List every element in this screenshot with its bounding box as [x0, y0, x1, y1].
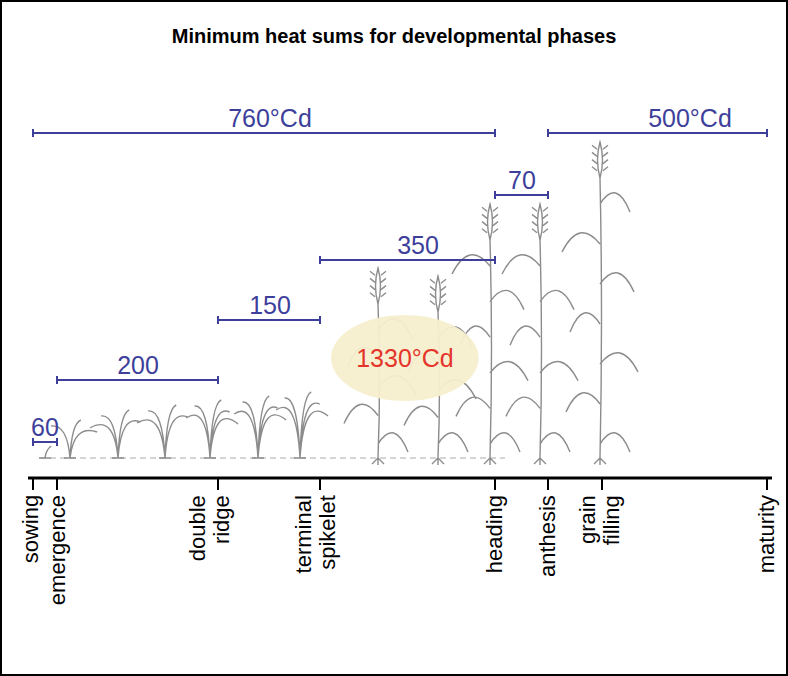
- stage-label: grain filling: [576, 495, 624, 595]
- axis-tick: [601, 478, 603, 490]
- wheat-plant: [562, 142, 638, 465]
- axis-ticks: [33, 478, 767, 490]
- wheat-plant: [39, 446, 51, 458]
- plant-strokes: [186, 400, 238, 458]
- stage-label: emergence: [46, 495, 70, 605]
- axis-tick: [766, 478, 768, 490]
- highlight-ellipse: 1330°Cd: [331, 315, 479, 401]
- stage-label: anthesis: [536, 495, 560, 577]
- axis-tick: [56, 478, 58, 490]
- axis-tick: [547, 478, 549, 490]
- stage-label: terminal spikelet: [292, 495, 340, 595]
- total-heat-sum: 1330°Cd: [356, 344, 454, 373]
- plant-strokes: [39, 446, 51, 458]
- time-axis: [28, 477, 772, 480]
- stage-label: sowing: [19, 495, 43, 563]
- plant-strokes: [276, 392, 328, 458]
- phase-bars: [33, 129, 767, 446]
- heat-sum-label: 200: [117, 352, 159, 378]
- stage-label: double ridge: [186, 495, 234, 595]
- wheat-plant: [90, 410, 140, 458]
- ground-line: [40, 458, 505, 459]
- axis-tick: [217, 478, 219, 490]
- wheat-plant: [137, 405, 187, 458]
- heat-sum-label: 70: [508, 167, 536, 193]
- plant-strokes: [234, 396, 286, 458]
- ellipse-fill: [331, 315, 479, 401]
- heat-sum-label: 150: [249, 292, 291, 318]
- plant-strokes: [90, 410, 140, 458]
- title: Minimum heat sums for developmental phas…: [172, 26, 617, 47]
- axis-tick: [319, 478, 321, 490]
- plant-strokes: [137, 405, 187, 458]
- plant-strokes: [562, 142, 638, 465]
- heat-sum-label: 60: [31, 414, 59, 440]
- wheat-plant: [234, 396, 286, 458]
- stage-label: maturity: [755, 495, 779, 573]
- wheat-plant: [186, 400, 238, 458]
- heat-sum-label: 760°Cd: [228, 105, 312, 131]
- heat-sum-label: 500°Cd: [648, 105, 732, 131]
- heat-sum-label: 350: [397, 232, 439, 258]
- wheat-plant: [276, 392, 328, 458]
- axis-tick: [494, 478, 496, 490]
- wheat-plants: [39, 142, 638, 465]
- axis-tick: [32, 478, 34, 490]
- stage-label: heading: [483, 495, 507, 573]
